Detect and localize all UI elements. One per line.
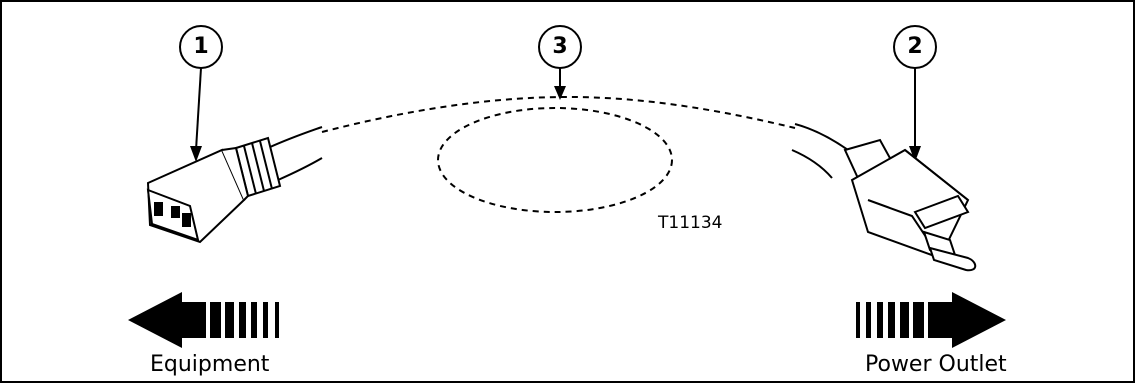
cord-left-stub bbox=[267, 126, 323, 181]
callout-1-number: 1 bbox=[193, 34, 209, 59]
power-plug-icon bbox=[843, 138, 977, 272]
power-outlet-direction-arrow-icon bbox=[856, 292, 1006, 348]
equipment-direction-arrow-icon bbox=[128, 292, 279, 348]
equipment-connector-icon bbox=[146, 136, 282, 244]
cord-right-stub bbox=[791, 123, 849, 179]
power-outlet-label: Power Outlet bbox=[865, 352, 1007, 377]
cord-dashed bbox=[321, 95, 796, 213]
equipment-label: Equipment bbox=[150, 352, 270, 377]
callout-2-number: 2 bbox=[907, 34, 923, 59]
callout-3-number: 3 bbox=[552, 34, 568, 59]
figure-code-label: T11134 bbox=[658, 213, 723, 233]
callout-2-arrow bbox=[909, 68, 921, 162]
callout-3-arrow bbox=[554, 68, 566, 100]
callout-1-arrow bbox=[190, 67, 202, 162]
